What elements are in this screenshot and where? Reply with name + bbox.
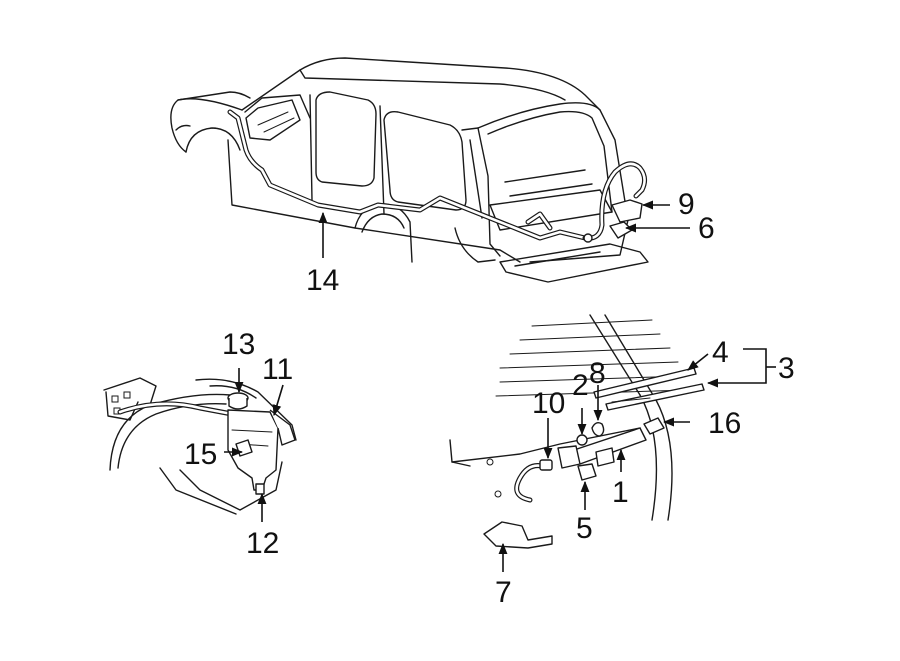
callout-8: 8 — [589, 357, 606, 390]
callout-labels: 14 9 6 13 11 15 12 4 3 2 8 10 16 1 5 7 — [184, 188, 795, 609]
callout-4: 4 — [712, 336, 729, 369]
callout-12: 12 — [246, 527, 279, 560]
arrow-11 — [272, 384, 284, 417]
arrow-4 — [687, 353, 709, 371]
callout-10: 10 — [532, 387, 565, 420]
callout-7: 7 — [495, 576, 512, 609]
bracket-3 — [743, 348, 767, 384]
callout-14: 14 — [306, 264, 339, 297]
callout-15: 15 — [184, 438, 217, 471]
callout-3: 3 — [778, 352, 795, 385]
callout-9: 9 — [678, 188, 695, 221]
washer-reservoir-illustration — [103, 377, 297, 515]
callout-1: 1 — [612, 476, 629, 509]
callout-13: 13 — [222, 328, 255, 361]
washer-hose-illustration — [227, 109, 648, 243]
callout-6: 6 — [698, 212, 715, 245]
vehicle-body-illustration — [170, 57, 649, 283]
rear-wiper-illustration — [449, 314, 705, 549]
callout-11: 11 — [262, 353, 293, 386]
callout-5: 5 — [576, 512, 593, 545]
callout-16: 16 — [708, 407, 741, 440]
callout-arrows — [224, 200, 776, 572]
callout-2: 2 — [572, 369, 589, 402]
